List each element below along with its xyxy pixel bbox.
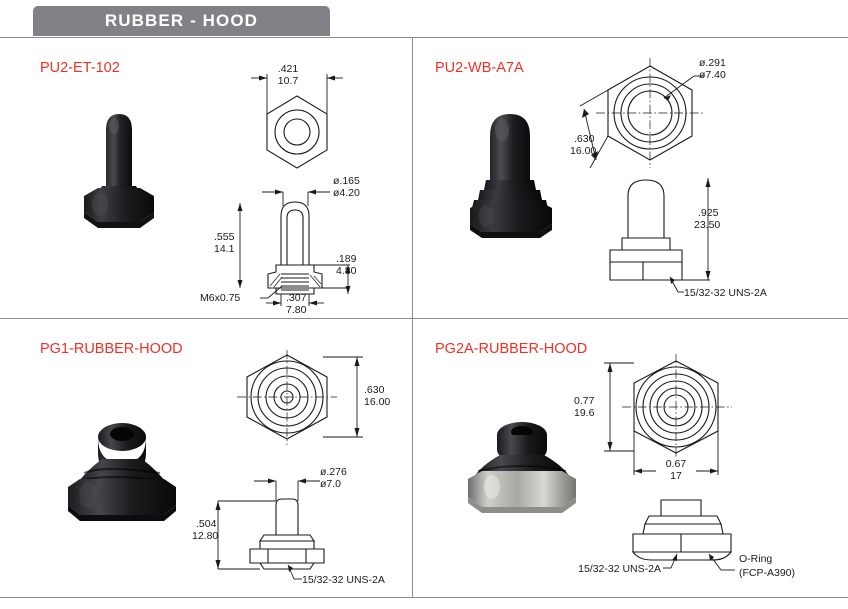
- dim-925: .925: [698, 207, 719, 219]
- dim-0-67: 0.67: [666, 458, 687, 470]
- product-photo-pu2-wb-a7a: [458, 100, 578, 250]
- drawing-side-view-pg1-rubber-hood: ø.276 ø7.0 .504 12.80: [190, 459, 415, 589]
- dim-307: .307: [286, 292, 307, 304]
- part-number-pu2-et-102: PU2-ET-102: [40, 60, 120, 76]
- dim-19-6: 19.6: [574, 407, 595, 419]
- drawing-section-view-pu2-et-102: ø.165 ø4.20: [190, 170, 405, 316]
- dim-14-1: 14.1: [214, 243, 235, 255]
- callout-thread-15-32-32: 15/32-32 UNS-2A: [684, 287, 767, 299]
- product-cell-pu2-wb-a7a: PU2-WB-A7A: [413, 38, 848, 318]
- dim-dia-291: ø.291: [699, 57, 726, 69]
- dim-dia-7-0: ø7.0: [320, 478, 341, 490]
- drawing-top-view-pu2-et-102: .421 10.7: [215, 56, 405, 176]
- dim-23-50: 23.50: [694, 219, 720, 231]
- dim-189: .189: [336, 253, 357, 265]
- drawing-top-view-pg1-rubber-hood: .630 16.00: [215, 345, 410, 460]
- grid-line-top: [0, 37, 848, 38]
- product-photo-pg2a-rubber-hood: [448, 407, 603, 532]
- part-number-pu2-wb-a7a: PU2-WB-A7A: [435, 60, 524, 76]
- grid-line-bottom: [0, 597, 848, 598]
- callout-m6x075: M6x0.75: [200, 292, 240, 304]
- dim-10-7: 10.7: [278, 75, 299, 87]
- drawing-side-view-pu2-wb-a7a: .925 23.50 15/32-32 UNS-2A: [588, 168, 823, 313]
- grid-line-vertical: [412, 37, 413, 598]
- dim-dia-7-40: ø7.40: [699, 69, 726, 81]
- drawing-side-view-pg2a-rubber-hood: 15/32-32 UNS-2A O-Ring (FCP-A390): [561, 494, 836, 589]
- dim-dia-276: ø.276: [320, 466, 347, 478]
- callout-oring: O-Ring: [739, 553, 772, 565]
- dim-421: .421: [278, 63, 299, 75]
- dim-4-80: 4.80: [336, 265, 357, 277]
- dim-dia-165: ø.165: [333, 175, 360, 187]
- dim-12-80: 12.80: [192, 530, 218, 542]
- product-cell-pg1-rubber-hood: PG1-RUBBER-HOOD: [0, 319, 412, 598]
- dim-504: .504: [196, 518, 217, 530]
- part-number-pg2a-rubber-hood: PG2A-RUBBER-HOOD: [435, 341, 588, 357]
- drawing-top-view-pg2a-rubber-hood: 0.77 19.6 0.67 17: [570, 349, 780, 484]
- callout-oring-code: (FCP-A390): [739, 567, 795, 579]
- dim-630-pg1: .630: [364, 384, 385, 396]
- product-photo-pu2-et-102: [62, 100, 192, 250]
- dim-555: .555: [214, 231, 235, 243]
- product-photo-pg1-rubber-hood: [50, 407, 195, 542]
- section-title: RUBBER - HOOD: [104, 11, 259, 30]
- callout-thread-15-32-32-pg1: 15/32-32 UNS-2A: [302, 574, 385, 586]
- grid-line-middle: [0, 318, 848, 319]
- dim-7-80: 7.80: [286, 304, 307, 316]
- drawing-top-view-pu2-wb-a7a: ø.291 ø7.40 .630 16.00: [568, 50, 773, 195]
- dim-630: .630: [574, 133, 595, 145]
- dim-16-00: 16.00: [570, 145, 596, 157]
- section-header-tab: RUBBER - HOOD: [33, 6, 330, 36]
- dim-17: 17: [670, 470, 682, 482]
- dim-0-77: 0.77: [574, 395, 595, 407]
- dim-16-00-pg1: 16.00: [364, 396, 390, 408]
- product-cell-pg2a-rubber-hood: PG2A-RUBBER-HOOD: [413, 319, 848, 598]
- product-cell-pu2-et-102: PU2-ET-102: [0, 38, 412, 318]
- dim-dia-4-20: ø4.20: [333, 187, 360, 199]
- callout-thread-15-32-32-pg2a: 15/32-32 UNS-2A: [578, 563, 661, 575]
- part-number-pg1-rubber-hood: PG1-RUBBER-HOOD: [40, 341, 183, 357]
